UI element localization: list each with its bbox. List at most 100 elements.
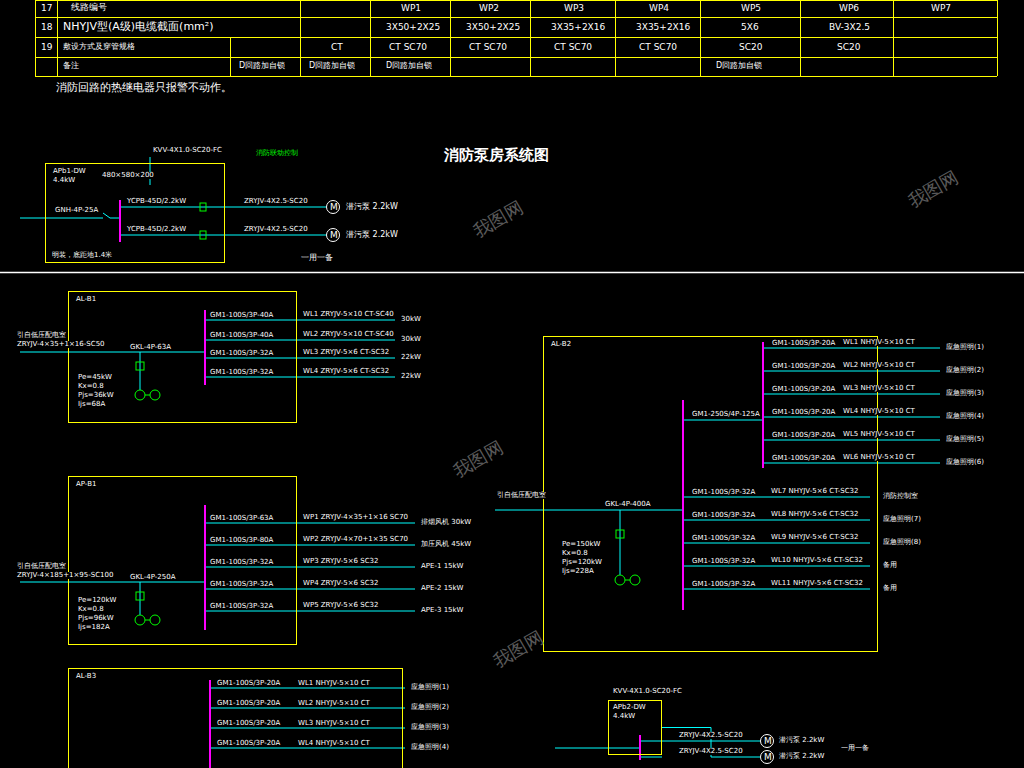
panel-text: Pe=45kW xyxy=(77,374,113,381)
panel-text: GM1-100S/3P-32A xyxy=(691,558,756,565)
circuit-label: 潜污泵 2.2kW xyxy=(778,737,825,744)
circuit-label: 应急照明(8) xyxy=(882,539,922,546)
table-cell: 18 xyxy=(40,23,53,32)
circuit-label: ZRYJV-4×35+1×16-SC50 xyxy=(16,341,106,348)
watermark: 我图网 xyxy=(904,167,961,211)
panel-text: GM1-100S/3P-32A xyxy=(209,581,274,588)
table-cell: CT SC70 xyxy=(468,43,508,52)
circuit-label: 引自低压配电室 xyxy=(16,563,67,570)
table-cell: SC20 xyxy=(738,43,763,52)
wire xyxy=(20,157,225,235)
panel-text: AL-B3 xyxy=(75,673,97,680)
cable-label: ZRYJV-4X2.5-SC20 xyxy=(678,732,744,739)
watermark: 我图网 xyxy=(489,627,546,671)
panel-text: GKL-4P-250A xyxy=(129,574,177,581)
circuit-label: WL1 NHYJV-5×10 CT xyxy=(842,339,916,346)
panel-text: Pjs=36kW xyxy=(77,392,115,399)
panel-text: GM1-100S/3P-80A xyxy=(209,537,274,544)
panel-text: Pjs=96kW xyxy=(77,615,115,622)
circuit-label: APE-3 15kW xyxy=(420,607,465,614)
panel-text: 明装，底距地1.4米 xyxy=(51,252,113,259)
table-cell: D回路加自锁 xyxy=(715,62,763,70)
panel-text: GM1-100S/3P-32A xyxy=(691,535,756,542)
table-cell: 备注 xyxy=(62,62,80,70)
busbar xyxy=(205,310,763,768)
panel-text: WL2 NHYJV-5×10 CT xyxy=(297,700,371,707)
table-cell: SC20 xyxy=(836,43,861,52)
panel-text: Ijs=228A xyxy=(561,568,595,575)
panel-text: GM1-100S/3P-20A xyxy=(771,363,836,370)
circuit-label: 潜污泵 2.2kW xyxy=(345,203,399,211)
table-cell: D回路加自锁 xyxy=(385,62,433,70)
panel-text: GM1-100S/3P-20A xyxy=(771,432,836,439)
panel-text: GM1-100S/3P-40A xyxy=(209,332,274,339)
circuit-label: 30kW xyxy=(400,336,422,343)
panel-text: GM1-100S/3P-20A xyxy=(771,455,836,462)
separator-line xyxy=(0,272,1024,274)
distribution-box: AL-B3GM1-100S/3P-20A WL1 NHYJV-5×10 CT GM1… xyxy=(68,668,403,768)
motor-symbol: M xyxy=(326,200,340,214)
table-cell: 3X35+2X16 xyxy=(635,23,691,32)
circuit-label: WL9 NHYJV-5×6 CT-SC32 xyxy=(770,534,860,541)
panel-text: GM1-100S/3P-20A xyxy=(216,680,281,687)
wire xyxy=(20,320,395,390)
motor-letter: M xyxy=(330,203,338,212)
circuit-label: 引自低压配电室 xyxy=(16,332,67,339)
table-cell: CT xyxy=(330,43,344,52)
table-cell: WP3 xyxy=(563,4,585,13)
panel-text: WL1 NHYJV-5×10 CT xyxy=(297,680,371,687)
table-grid xyxy=(35,0,998,77)
distribution-box: APb1-DW4.4kW480×580×200GNH-4P-25AYCPB-45… xyxy=(45,163,225,263)
panel-text: GM1-100S/3P-40A xyxy=(209,312,274,319)
table-cell: 3X50+2X25 xyxy=(385,23,441,32)
circuit-label: 应急照明(3) xyxy=(945,390,985,397)
circuit-label: 备用 xyxy=(882,562,898,569)
circuit-label: 应急照明(4) xyxy=(410,744,450,751)
circuit-label: 22kW xyxy=(400,373,422,380)
circuit-label: 一用一备 xyxy=(840,745,870,752)
circuit-label: 应急照明(1) xyxy=(945,344,985,351)
circuit-label: 加压风机 45kW xyxy=(420,541,472,548)
table-cell: WP2 xyxy=(478,4,500,13)
panel-text: GM1-100S/3P-32A xyxy=(691,512,756,519)
circuit-label: WL7 NHYJV-5×6 CT-SC32 xyxy=(770,488,860,495)
circuit-label: WP4 ZRYJV-5×6 SC32 xyxy=(302,580,380,587)
circuit-label: 应急照明(4) xyxy=(945,413,985,420)
panel-text: GM1-250S/4P-125A xyxy=(691,411,761,418)
circuit-label: 22kW xyxy=(400,354,422,361)
distribution-box: AL-B1GKL-4P-63AGM1-100S/3P-40AGM1-100S/3… xyxy=(68,291,297,423)
circuit-label: WP1 ZRYJV-4×35+1×16 SC70 xyxy=(302,514,409,521)
circuit-label: WP3 ZRYJV-5×6 SC32 xyxy=(302,558,380,565)
panel-text: GM1-100S/3P-20A xyxy=(771,386,836,393)
panel-text: GM1-100S/3P-32A xyxy=(691,581,756,588)
table-cell: NHYJV型(A级)电缆截面(mm²) xyxy=(62,21,215,32)
panel-text: GM1-100S/3P-20A xyxy=(216,720,281,727)
motor-letter: M xyxy=(764,753,772,762)
panel-text: AL-B2 xyxy=(550,341,572,348)
table-cell: 敷设方式及穿管规格 xyxy=(62,43,136,51)
note-text: 消防回路的热继电器只报警不动作。 xyxy=(55,82,233,93)
feeder-cable xyxy=(225,207,326,208)
panel-text: Ijs=182A xyxy=(77,624,111,631)
table-cell: WP6 xyxy=(838,4,860,13)
table-cell: WP7 xyxy=(930,4,952,13)
panel-text: GM1-100S/3P-32A xyxy=(209,559,274,566)
panel-text: 480×580×200 xyxy=(101,172,155,179)
circuit-label: 应急照明(2) xyxy=(945,367,985,374)
panel-text: 4.4kW xyxy=(52,177,76,184)
panel-text: YCPB-45D/2.2kW xyxy=(126,198,187,205)
circuit-label: 应急照明(1) xyxy=(410,684,450,691)
panel-text: APb1-DW xyxy=(52,168,87,175)
table-cell: 5X6 xyxy=(740,23,760,32)
panel-wiring xyxy=(20,320,940,757)
circuit-label: 应急照明(2) xyxy=(410,704,450,711)
feeder-cable xyxy=(225,235,326,236)
table-cell: BV-3X2.5 xyxy=(828,23,871,32)
watermark: 我图网 xyxy=(469,197,526,241)
panel-text: Pjs=120kW xyxy=(561,559,603,566)
motor-symbol: M xyxy=(760,734,774,748)
table-cell: 线路编号 xyxy=(70,3,108,12)
circuit-label: WL2 ZRYJV-5×10 CT-SC40 xyxy=(302,331,395,338)
circuit-label: 引自低压配电室 xyxy=(496,492,547,499)
